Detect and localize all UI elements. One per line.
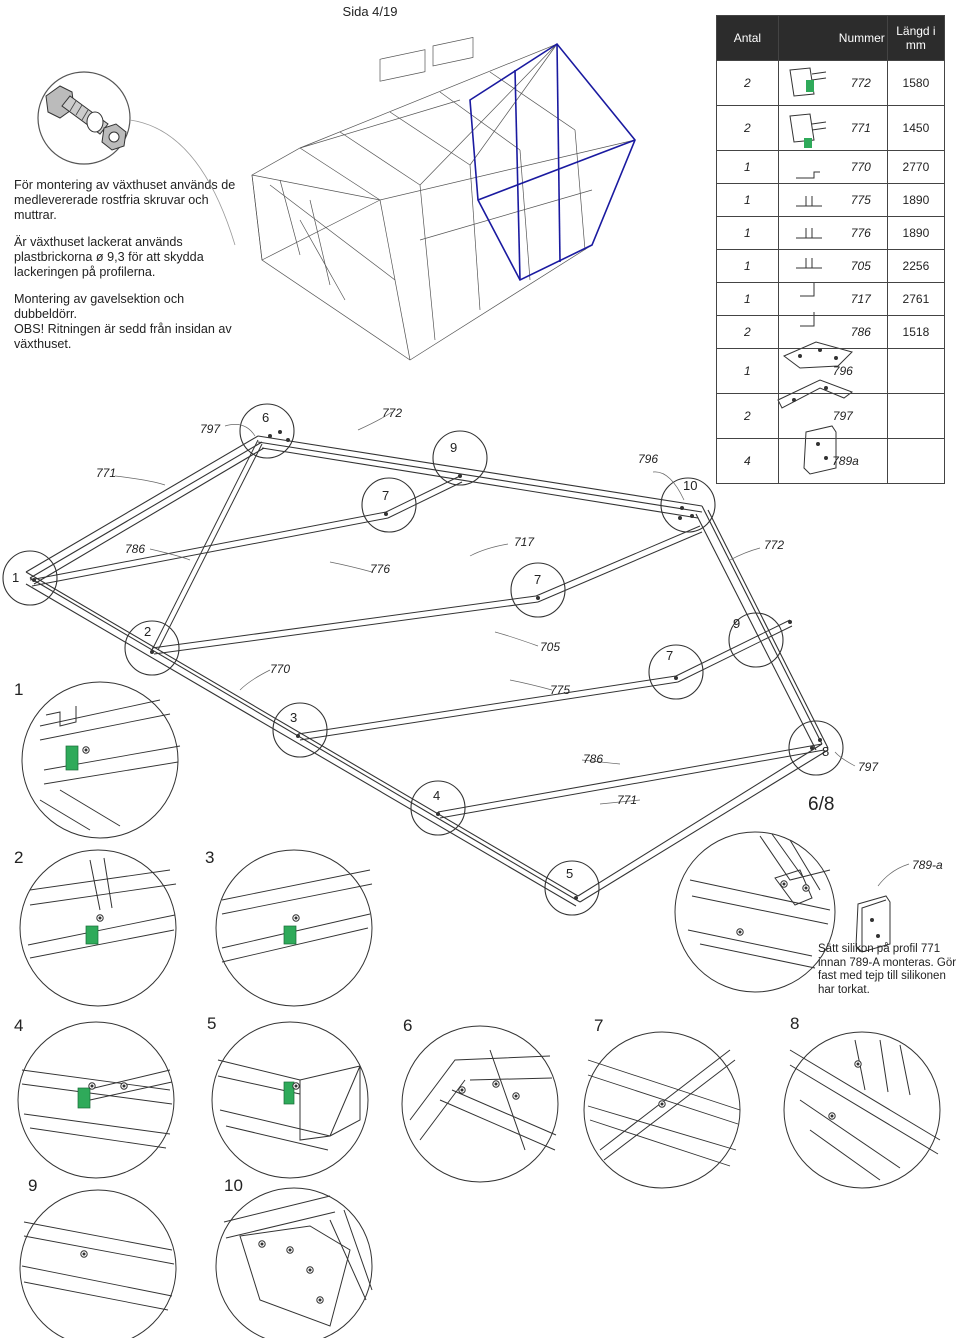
table-row: 2 797 [716, 393, 946, 439]
table-row: 4 789a [716, 438, 946, 484]
intro-note: OBS! Ritningen är sedd från insidan av v… [14, 322, 232, 351]
detail-label-789a: 789-a [912, 858, 943, 872]
detail-circle-2 [124, 620, 180, 676]
label-796: 796 [638, 452, 659, 466]
header-qty: Antal [716, 15, 779, 61]
detail-3-view [215, 849, 373, 1007]
detail-circle-7b [510, 562, 566, 618]
table-row: 1 776 1890 [716, 216, 946, 250]
detail-circle-10 [660, 477, 716, 533]
detail-10-view [215, 1187, 373, 1338]
label-797: 797 [200, 422, 221, 436]
circle-number-1: 1 [12, 570, 20, 585]
detail-circle-8 [788, 720, 844, 776]
detail-9-view [19, 1189, 177, 1338]
detail-7-view [583, 1031, 741, 1189]
label-786-bottom: 786 [583, 752, 604, 766]
detail-label-6: 6 [403, 1016, 413, 1035]
detail-circle-6 [239, 403, 295, 459]
detail-4-view [17, 1021, 175, 1179]
detail-2-view [19, 849, 177, 1007]
detail-circle-9a [432, 430, 488, 486]
intro-fasteners: För montering av växthuset används de me… [14, 178, 236, 222]
circle-number-5: 5 [566, 866, 574, 881]
circle-number-8: 8 [822, 744, 830, 759]
greenhouse-wireframe [251, 37, 636, 361]
page-label: Sida 4/19 [342, 4, 398, 19]
detail-circle-9b [728, 612, 784, 668]
table-row: 2 771 1450 [716, 105, 946, 151]
label-776: 776 [370, 562, 391, 576]
circle-number-6: 6 [262, 410, 270, 425]
detail-circle-7c [648, 644, 704, 700]
intro-lacquer: Är växthuset lackerat används plastbrick… [14, 235, 204, 279]
bolt-nut-icon [37, 71, 236, 246]
table-row: 1 705 2256 [716, 249, 946, 283]
frame-drawing [2, 403, 910, 916]
label-771: 771 [96, 466, 117, 480]
intro-text: För montering av växthuset används de me… [14, 178, 236, 364]
table-row: 1 796 [716, 348, 946, 394]
detail-circle-1 [2, 550, 58, 606]
detail-8-view [783, 1031, 941, 1189]
detail-label-3: 3 [205, 848, 215, 867]
circle-number-9b: 9 [733, 616, 741, 631]
table-row: 1 775 1890 [716, 183, 946, 217]
circle-number-3: 3 [290, 710, 298, 725]
circle-number-9a: 9 [450, 440, 458, 455]
table-row: 2 772 1580 [716, 60, 946, 106]
detail-label-4: 4 [14, 1016, 24, 1035]
label-772-right: 772 [764, 538, 785, 552]
detail-views [17, 681, 941, 1338]
detail-1-view [21, 681, 181, 839]
label-771-bottom: 771 [617, 793, 638, 807]
parts-table: Antal Nummer Längd i mm 2 772 1580 2 771… [716, 15, 946, 484]
label-770: 770 [270, 662, 291, 676]
circle-number-7a: 7 [382, 488, 390, 503]
detail-label-1: 1 [14, 680, 24, 699]
detail-circle-7a [361, 477, 417, 533]
detail-6-8-view [674, 831, 836, 993]
detail-label-7: 7 [594, 1016, 604, 1035]
detail-label-6-8: 6/8 [808, 794, 835, 815]
silicone-note: Sätt silikon på profil 771 innan 789-A m… [818, 943, 957, 996]
parts-table-header: Antal Nummer Längd i mm [716, 15, 946, 61]
header-length: Längd i mm [886, 15, 946, 61]
label-775: 775 [550, 683, 571, 697]
label-772-top: 772 [382, 406, 403, 420]
table-row: 1 770 2770 [716, 150, 946, 184]
gable-highlight [469, 42, 636, 282]
detail-label-8: 8 [790, 1014, 800, 1033]
cap-789a-image [855, 895, 891, 953]
label-797-right: 797 [858, 760, 879, 774]
circle-number-2: 2 [144, 624, 152, 639]
detail-5-view [211, 1021, 369, 1179]
table-row: 2 786 1518 [716, 315, 946, 349]
intro-assembly: Montering av gavelsektion och dubbeldörr… [14, 292, 185, 321]
detail-label-2: 2 [14, 848, 24, 867]
detail-circle-5 [544, 860, 600, 916]
circle-number-4: 4 [433, 788, 441, 803]
detail-circle-3 [272, 702, 328, 758]
detail-label-9: 9 [28, 1176, 38, 1195]
detail-label-10: 10 [224, 1176, 243, 1195]
detail-circle-4 [410, 780, 466, 836]
label-786-left: 786 [125, 542, 146, 556]
label-705: 705 [540, 640, 561, 654]
circle-number-7b: 7 [534, 572, 542, 587]
circle-number-10: 10 [683, 478, 698, 493]
label-717: 717 [514, 535, 535, 549]
circle-number-7c: 7 [666, 648, 674, 663]
table-row: 1 717 2761 [716, 282, 946, 316]
header-number: Nummer [777, 15, 888, 61]
detail-6-view [401, 1025, 559, 1183]
detail-label-5: 5 [207, 1014, 217, 1033]
